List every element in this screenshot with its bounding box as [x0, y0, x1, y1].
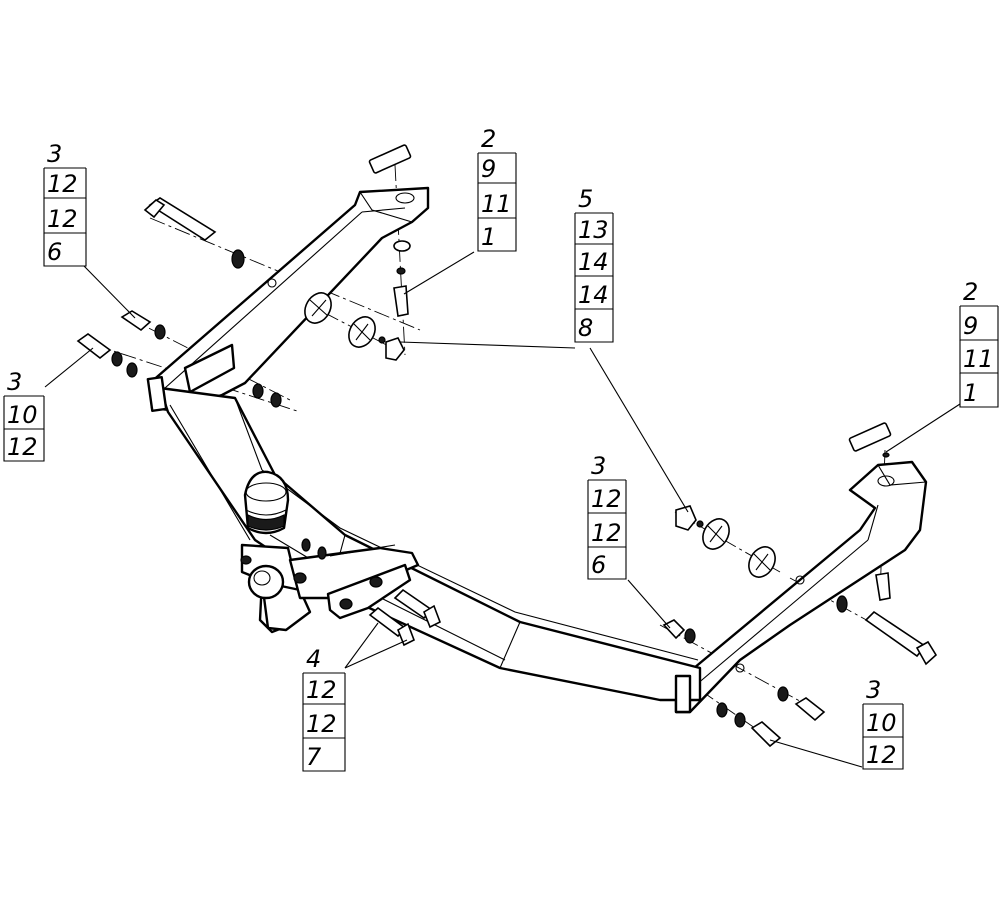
rubber-ball-cover	[243, 470, 290, 535]
callout-number: 12	[866, 741, 897, 769]
callout-number: 11	[963, 345, 994, 373]
callout-number: 9	[481, 155, 496, 183]
callout-number: 12	[591, 519, 622, 547]
bottom-right-bolt-set	[716, 686, 826, 748]
callout-bottom-right: 3 10 12	[862, 676, 904, 770]
callout-tables: 3121263101229111513141482911131212641212…	[3, 125, 999, 772]
callout-number: 10	[7, 401, 38, 429]
left-bolt-set	[76, 333, 138, 378]
callout-number: 14	[578, 281, 609, 309]
callout-number: 1	[481, 223, 496, 251]
tow-ball-assembly	[240, 543, 420, 634]
callout-mid-right: 3 12 12 6	[587, 452, 627, 580]
callout-number: 7	[306, 743, 322, 771]
callout-number: 9	[963, 312, 978, 340]
mid-right-bolt-set	[662, 619, 696, 644]
callout-number: 2	[963, 278, 978, 306]
callout-number: 3	[866, 676, 881, 704]
left-nut-set	[252, 383, 282, 408]
bottom-left-bolt-set	[301, 538, 442, 647]
center-disk-stack	[304, 292, 405, 361]
leader-lines	[44, 251, 961, 768]
callout-number: 6	[591, 551, 606, 579]
callout-number: 3	[7, 368, 22, 396]
callout-number: 12	[306, 710, 337, 738]
callout-number: 11	[481, 190, 512, 218]
left-mounting-bracket	[148, 186, 430, 412]
callout-number: 13	[578, 216, 609, 244]
callout-number: 6	[47, 238, 62, 266]
callout-left: 3 10 12	[3, 368, 45, 462]
callout-number: 3	[47, 140, 62, 168]
callout-number: 12	[47, 205, 78, 233]
callout-number: 12	[591, 485, 622, 513]
callout-number: 3	[591, 452, 606, 480]
callout-number: 12	[7, 433, 38, 461]
top-right-plate-stack	[848, 422, 892, 601]
callout-number: 4	[306, 645, 321, 673]
upper-left-long-bolt	[143, 197, 245, 269]
callout-bottom-left: 4 12 12 7	[302, 645, 346, 772]
upper-left-bolt-set	[120, 310, 166, 340]
callout-number: 2	[481, 125, 496, 153]
right-long-bolt	[836, 595, 938, 666]
right-mounting-bracket	[674, 460, 928, 714]
callout-number: 12	[306, 676, 337, 704]
callout-center: 5 13 14 14 8	[574, 185, 614, 343]
callout-number: 1	[963, 379, 978, 407]
callout-number: 10	[866, 709, 897, 737]
cross-beam	[146, 375, 702, 714]
right-disk-stack	[675, 505, 776, 578]
callout-number: 5	[578, 185, 593, 213]
callout-number: 14	[578, 248, 609, 276]
callout-number: 12	[47, 170, 78, 198]
callout-number: 8	[578, 314, 593, 342]
